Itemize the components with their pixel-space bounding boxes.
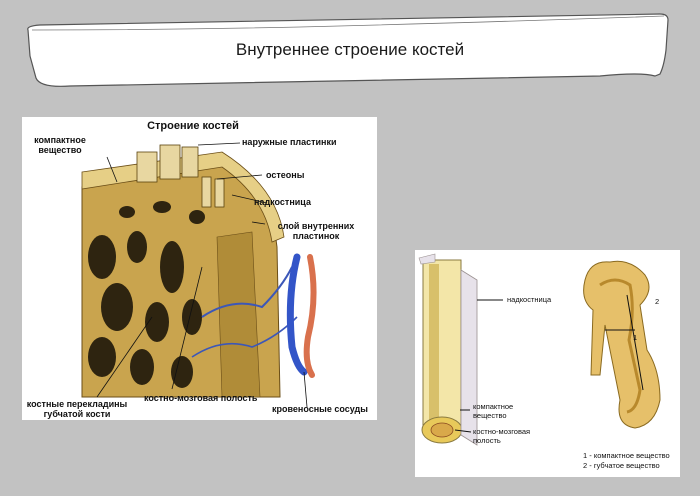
label-periosteum: надкостница (254, 197, 311, 207)
label-marrow-cavity: костно-мозговая полость (144, 393, 258, 403)
long-bone-figure: надкостница компактное вещество костно-м… (415, 250, 680, 477)
label-blood-vessels: кровеносные сосуды (272, 404, 368, 414)
label-outer-plates: наружные пластинки (242, 137, 337, 147)
label-compact-2-line2: вещество (473, 411, 507, 420)
marker-1: 1 (633, 333, 638, 342)
bone-illustration (81, 142, 317, 408)
long-bone-illustration (418, 253, 661, 446)
label-trabeculae-line1: костные перекладины (26, 399, 128, 409)
label-cavity-2-line2: полость (473, 436, 501, 445)
label-trabeculae-line2: губчатой кости (43, 409, 111, 419)
bone-structure-figure: Строение костей компактное вещество нару… (22, 117, 377, 420)
label-osteons: остеоны (266, 170, 305, 180)
legend-compact: 1 - компактное вещество (583, 451, 670, 460)
legend-spongy: 2 - губчатое вещество (583, 461, 660, 470)
figure1-title: Строение костей (147, 120, 239, 132)
label-periosteum-2: надкостница (507, 295, 552, 304)
label-cavity-2-line1: костно-мозговая (473, 427, 531, 436)
label-compact-line2: вещество (38, 145, 82, 155)
marker-2: 2 (655, 297, 660, 306)
label-inner-plates-line2: пластинок (292, 231, 340, 241)
label-inner-plates-line1: слой внутренних (277, 221, 355, 231)
slide-title: Внутреннее строение костей (235, 40, 465, 59)
label-compact-line1: компактное (34, 135, 86, 145)
label-compact-2-line1: компактное (473, 402, 514, 411)
title-banner (27, 13, 669, 87)
